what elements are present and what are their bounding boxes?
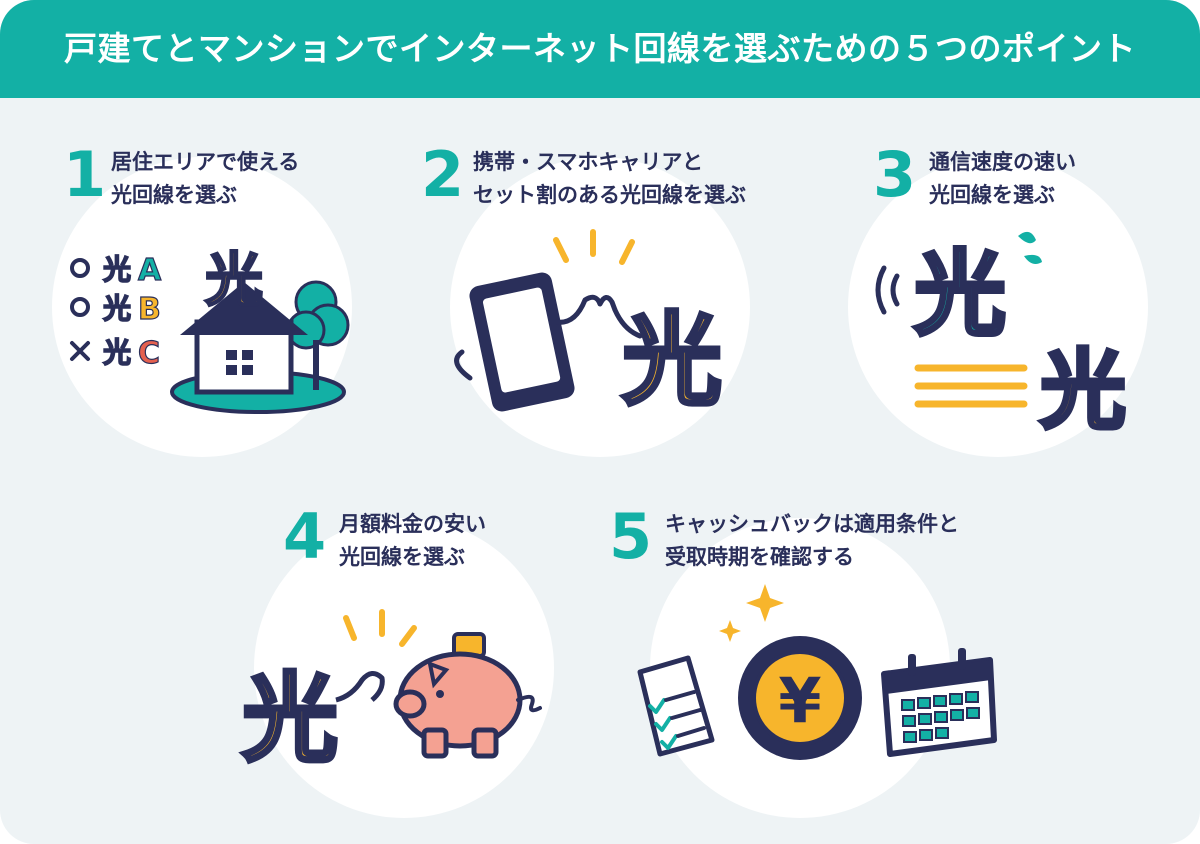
page-title: 戸建てとマンションでインターネット回線を選ぶための５つのポイント [64, 29, 1136, 68]
point-4-caption-line2: 光回線を選ぶ [339, 545, 465, 569]
point-5-number: 5 [609, 500, 653, 573]
point-2-caption-line2: セット割のある光回線を選ぶ [473, 183, 746, 207]
point-1-number: 1 [63, 138, 107, 211]
point-3-caption-line1: 通信速度の速い [929, 150, 1076, 174]
point-4-caption-line1: 月額料金の安い [339, 512, 486, 536]
point-5-caption-line2: 受取時期を確認する [665, 545, 854, 569]
header-banner: 戸建てとマンションでインターネット回線を選ぶための５つのポイント [0, 0, 1200, 98]
point-3-caption-line2: 光回線を選ぶ [929, 183, 1055, 207]
point-3-number: 3 [873, 138, 917, 211]
point-2-number: 2 [421, 138, 465, 211]
point-1-caption-line1: 居住エリアで使える [111, 150, 300, 174]
point-1-caption-line2: 光回線を選ぶ [111, 183, 237, 207]
point-5-caption-line1: キャッシュバックは適用条件と [665, 512, 959, 536]
point-2-caption-line1: 携帯・スマホキャリアと [473, 150, 703, 174]
point-4-number: 4 [283, 500, 327, 573]
